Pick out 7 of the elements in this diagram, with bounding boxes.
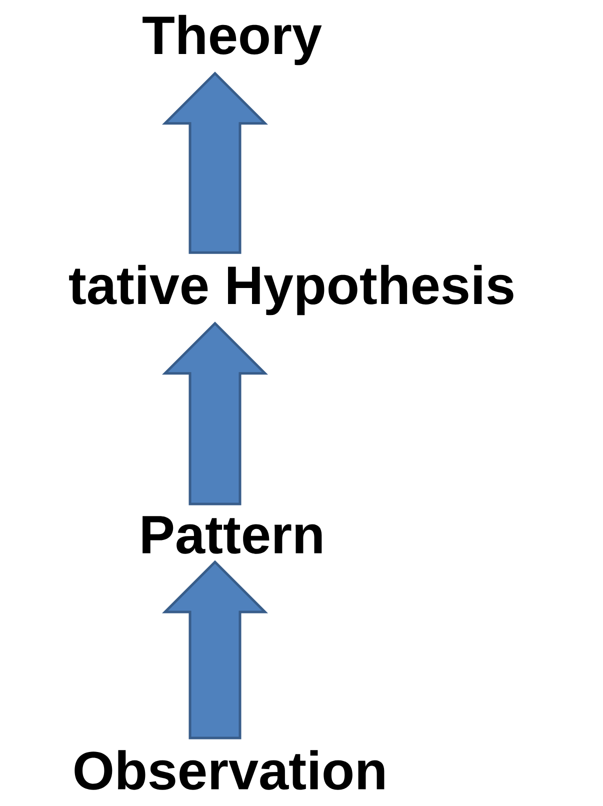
label-text: Observation	[74, 750, 384, 790]
label-text: Pattern	[142, 516, 322, 554]
block-arrow	[162, 72, 268, 254]
block-arrow	[162, 322, 268, 506]
label-text: tative Hypothesis	[69, 264, 514, 316]
label-text: Theory	[142, 14, 322, 66]
block-arrow	[162, 560, 268, 740]
